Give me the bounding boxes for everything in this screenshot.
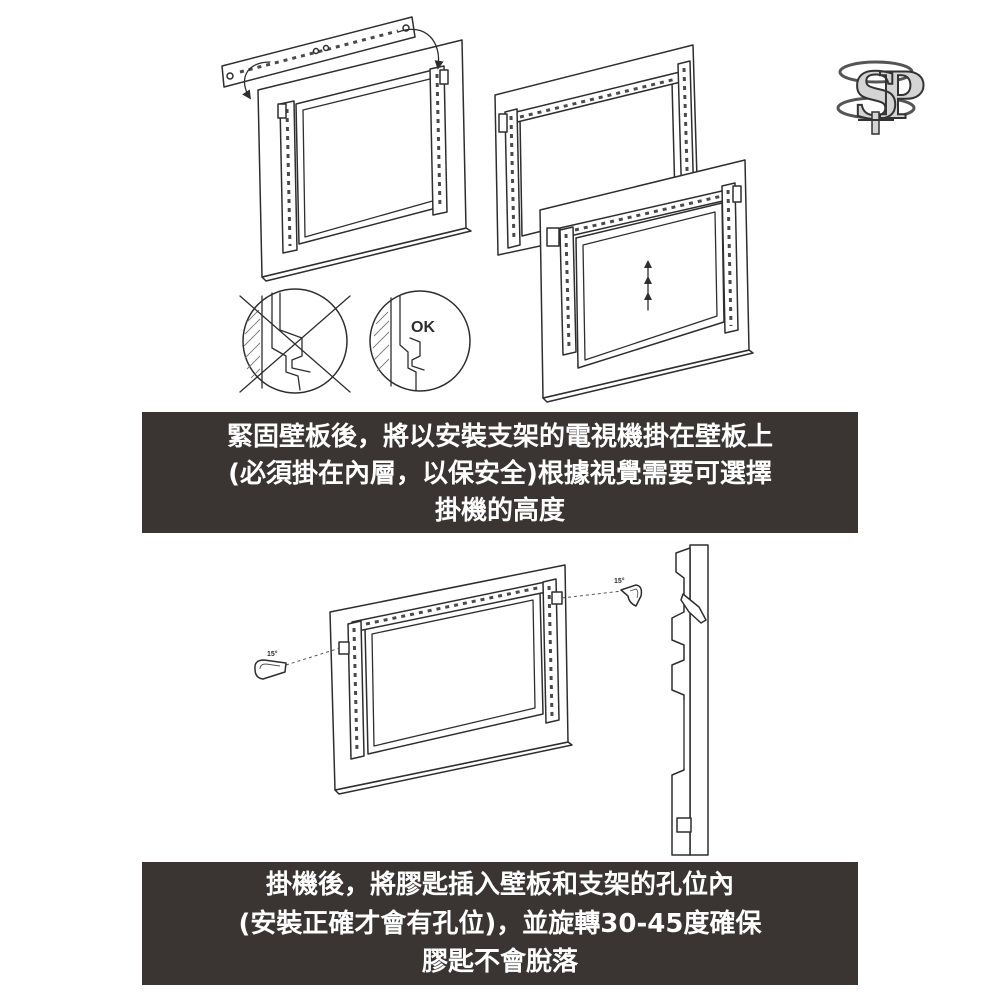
key-left-angle-label: 15°	[267, 650, 278, 658]
tv-frame-b-rear-left-rail	[504, 108, 521, 249]
lift-arrow-right	[397, 28, 444, 70]
detail-wrong-hatch-1	[246, 309, 260, 323]
caption-step-1-line-1: 緊固壁板後，將以安裝支架的電視機掛在壁板上	[226, 422, 773, 452]
detail-ok-label: OK	[411, 319, 435, 336]
caption-step-2-line-1: 掛機後，將膠匙插入壁板和支架的孔位內	[265, 870, 734, 900]
caption-banner-step-1: 緊固壁板後，將以安裝支架的電視機掛在壁板上 (必須掛在內層，以保安全)根據視覺需…	[142, 412, 858, 533]
sp-brand-logo: SP	[836, 58, 947, 135]
detail-wrong-hatch-3	[243, 329, 261, 347]
lift-arrow-left	[242, 61, 271, 100]
detail-ok-hatch-2	[373, 320, 390, 337]
detail-ok-hatch-1	[375, 311, 389, 325]
key-right-icon	[620, 584, 643, 607]
tv-frame-b-front-inset	[582, 211, 718, 361]
detail-wrong-bracket-profile	[279, 292, 311, 373]
detail-ok-circle	[369, 290, 471, 392]
tv-frame-b-front-right-rail	[721, 182, 739, 334]
tv-bracket-a-right-rail-holes	[435, 73, 442, 209]
tv-frame-c-left-rail	[347, 620, 365, 760]
detail-wrong-plate-profile	[271, 292, 301, 391]
diagram-d-side-profile	[671, 544, 709, 856]
caption-step-1-line-2: (必須掛在內層，以保安全)根據視覺需要可選擇	[228, 459, 772, 489]
detail-ok-hatch-5	[376, 358, 390, 372]
wall-plate-a-hole-mid-2	[322, 44, 330, 52]
key-right-angle-label: 15°	[614, 577, 625, 585]
side-profile-key	[680, 593, 707, 624]
tv-bracket-a-left-clip	[277, 103, 287, 119]
tv-bracket-a-left-rail	[279, 100, 298, 254]
key-right-guide-line	[561, 590, 623, 599]
caption-banner-step-2: 掛機後，將膠匙插入壁板和支架的孔位內 (安裝正確才會有孔位)，並旋轉30-45度…	[142, 862, 858, 985]
tv-frame-b-front-opening	[575, 202, 725, 369]
detail-wrong-circle	[242, 288, 348, 394]
tv-frame-c-right-pin	[551, 591, 563, 605]
tv-frame-c-top-bar-slots	[365, 585, 543, 626]
tv-frame-b-front-top-bar-slots	[574, 194, 723, 232]
detail-ok-bracket-profile	[409, 337, 425, 371]
lift-up-arrowhead-2	[644, 276, 652, 284]
tv-frame-b-rear-left-rail-holes	[509, 115, 516, 243]
key-left-icon	[254, 659, 287, 680]
detail-ok-hatch-4	[373, 344, 390, 361]
logo-stem	[871, 111, 880, 135]
diagram-a-plate-to-tv	[221, 16, 472, 282]
detail-wrong-hatch-4	[244, 342, 261, 359]
detail-wrong-hatch-5	[246, 355, 261, 370]
key-left-icon-inner	[259, 663, 281, 670]
diagram-c-locking-keys: 15° 15°	[254, 564, 643, 795]
lift-up-arrowhead-3	[644, 292, 652, 300]
side-profile-bracket	[671, 547, 691, 856]
tv-bracket-a-right-clip	[439, 69, 449, 85]
tv-frame-c-inset	[371, 599, 536, 747]
tv-frame-b-front-left-clip	[546, 227, 560, 247]
lift-up-arrowhead-1	[644, 260, 652, 268]
detail-wrong-hook	[239, 288, 351, 394]
tv-frame-b-front-left-rail-holes	[564, 233, 571, 349]
tv-frame-b-front-right-clip	[732, 185, 742, 203]
wall-plate-a-hole-left	[226, 72, 234, 80]
detail-ok-hatch-3	[372, 331, 390, 349]
tv-frame-c-left-rail-holes	[352, 627, 359, 753]
detail-correct-hook: OK	[369, 290, 471, 392]
detail-ok-plate-profile	[399, 295, 417, 391]
tv-frame-c-right-rail-holes	[547, 585, 554, 717]
caption-step-2-line-3: 膠匙不會脫落	[421, 947, 578, 977]
tv-frame-c-left-pin	[338, 641, 350, 655]
logo-swoosh-top	[838, 60, 914, 84]
key-right-icon-inner	[629, 588, 639, 599]
logo-lettering: SP	[853, 59, 924, 134]
caption-step-1-line-3: 掛機的高度	[434, 496, 565, 526]
detail-wrong-cross-2	[239, 295, 351, 393]
caption-step-2-line-2: (安裝正確才會有孔位)，並旋轉30-45度確保	[238, 908, 762, 939]
diagram-b-hang-tv	[494, 44, 754, 403]
side-profile-wall-plate	[689, 544, 709, 856]
detail-wrong-hatch-6	[250, 368, 261, 379]
side-profile-square-hole	[676, 817, 692, 833]
tv-frame-b-rear-pin	[498, 113, 508, 133]
wall-plate-a-hole-mid-1	[312, 47, 320, 55]
detail-wrong-hatch-2	[244, 318, 261, 335]
